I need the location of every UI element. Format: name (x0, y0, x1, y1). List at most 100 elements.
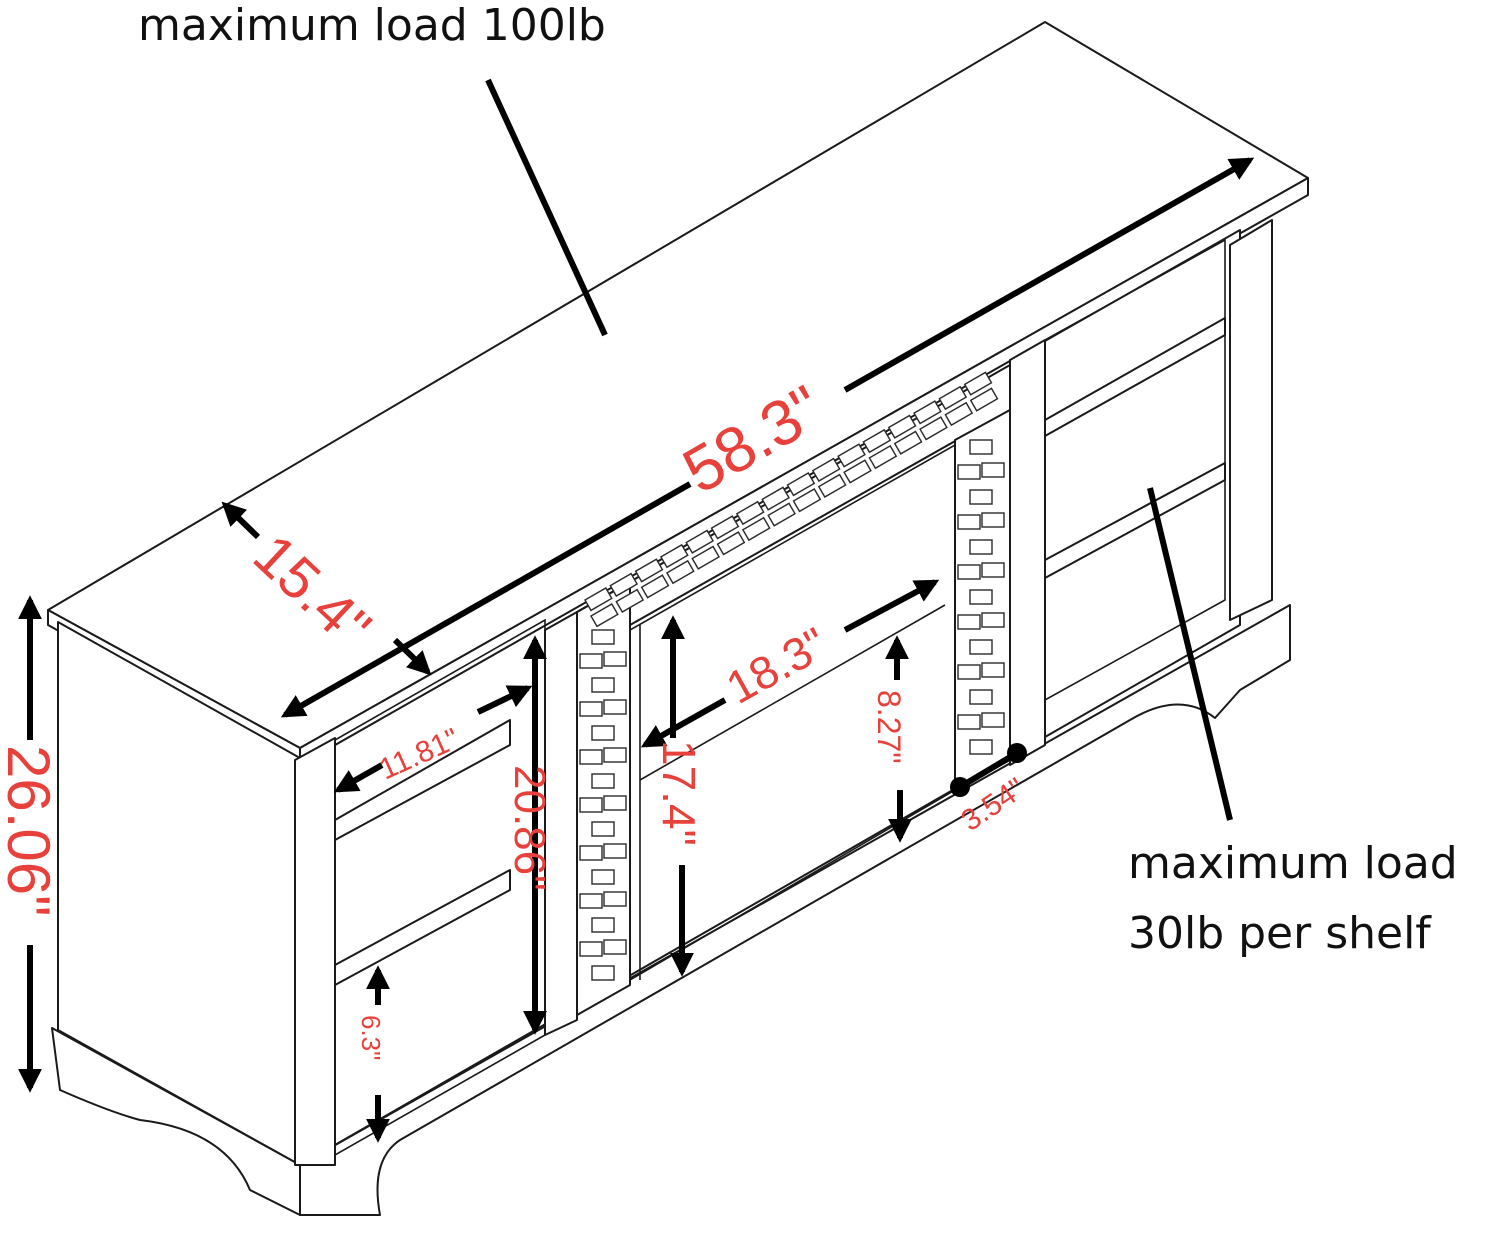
side-opening-label: 20.86" (505, 765, 554, 891)
brick (811, 457, 841, 482)
brick (969, 387, 999, 412)
brick (603, 843, 627, 859)
brick (603, 891, 627, 907)
brick (981, 462, 1005, 478)
brick (603, 651, 627, 667)
brick (603, 699, 627, 715)
brick (843, 459, 872, 484)
brick (957, 614, 981, 630)
brick (868, 444, 898, 470)
dimension-arrows (17, 78, 1255, 1143)
brick (634, 558, 664, 583)
brick (716, 531, 746, 556)
left-upper-shelf (334, 719, 511, 841)
side-shelf-arrow-a (333, 762, 384, 793)
brick (685, 529, 714, 554)
brick (963, 371, 993, 396)
brick (981, 662, 1005, 678)
right-post (1229, 219, 1273, 621)
brick (603, 939, 627, 955)
brick (591, 917, 615, 933)
brick (981, 612, 1005, 628)
brick (579, 653, 603, 669)
brick (591, 965, 615, 981)
brick (969, 739, 993, 755)
brick (591, 869, 615, 885)
opening-height-label: 17.4" (653, 740, 705, 846)
post-width-dot-right (1007, 743, 1027, 763)
left-plinth (51, 1027, 301, 1216)
brick (786, 472, 816, 497)
brick (579, 893, 603, 909)
top-load-note: maximum load 100lb (138, 0, 606, 51)
brick (591, 629, 615, 645)
clearance-label: 6.3" (356, 1015, 386, 1060)
brick (615, 588, 645, 613)
brick (893, 430, 923, 455)
brick (665, 559, 695, 585)
brick (761, 486, 790, 511)
brick (603, 747, 627, 763)
front-plinth (299, 604, 1291, 1216)
brick (957, 664, 981, 680)
brick (579, 941, 603, 957)
right-divider-post (1009, 339, 1046, 766)
brick (579, 749, 603, 765)
brick (969, 689, 993, 705)
brick-pattern (579, 371, 1005, 981)
left-post (294, 737, 336, 1166)
brick (591, 821, 615, 837)
brick (591, 677, 615, 693)
brick (603, 795, 627, 811)
brick (969, 439, 993, 455)
brick (591, 725, 615, 741)
right-upper-shelf (1044, 317, 1226, 437)
brick (981, 512, 1005, 528)
brick (919, 416, 948, 441)
brick (944, 401, 974, 427)
brick (862, 428, 892, 454)
brick (981, 562, 1005, 578)
depth-arrow-a (221, 501, 261, 540)
brick (579, 797, 603, 813)
brick (691, 545, 720, 570)
brick (938, 385, 968, 411)
shelf-load-note-line2: 30lb per shelf (1128, 908, 1432, 959)
brick (792, 488, 822, 513)
brick (887, 414, 917, 439)
cabinet-drawing (47, 21, 1309, 1216)
left-lower-shelf (334, 869, 511, 986)
brick (957, 714, 981, 730)
width-arrow-a (280, 481, 692, 718)
gap-label: 8.27" (871, 690, 907, 764)
brick (584, 587, 613, 612)
brick (640, 574, 670, 599)
firebox-shelf-line (639, 604, 946, 781)
brick (969, 589, 993, 605)
brick (591, 773, 615, 789)
brick (710, 515, 740, 540)
brick (817, 473, 847, 498)
right-lower-shelf (1044, 462, 1226, 579)
opening-width-arrow-b (843, 579, 940, 633)
post-width-dot-left (950, 777, 970, 797)
brick (957, 464, 981, 480)
brick (969, 639, 993, 655)
brick (981, 712, 1005, 728)
brick (579, 701, 603, 717)
brick (609, 572, 639, 597)
brick (969, 489, 993, 505)
brick (957, 564, 981, 580)
side-shelf-arrow-b (476, 685, 533, 715)
height-label: 26.06" (0, 745, 62, 916)
brick (913, 400, 942, 425)
right-compartment-back (1044, 238, 1226, 702)
width-arrow-b (843, 157, 1255, 393)
depth-arrow-b (392, 637, 432, 676)
brick (957, 514, 981, 530)
brick (741, 516, 771, 542)
post-width-line (958, 750, 1019, 790)
shelf-load-note-line1: maximum load (1128, 838, 1458, 889)
shelf-load-leader (1147, 487, 1233, 821)
